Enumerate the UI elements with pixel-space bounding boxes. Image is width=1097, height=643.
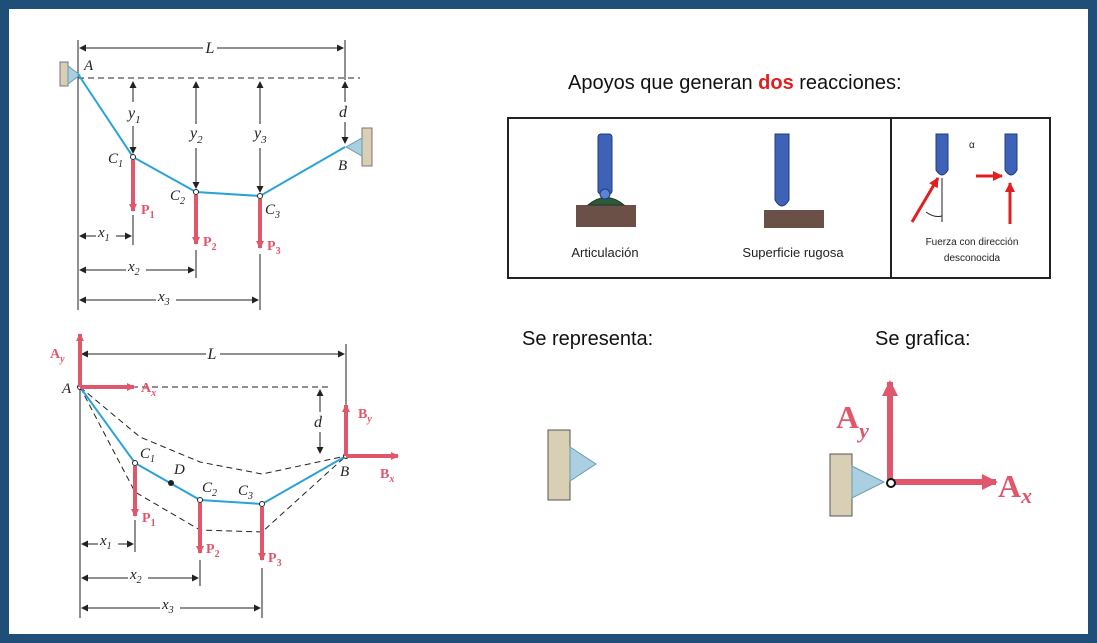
bottom-cable-diagram: L d A B D C1 C2 C3 Ay Ax By Bx xyxy=(50,333,399,618)
reaction-graph-figure: Ay Ax xyxy=(829,380,1032,517)
support-types-panel: Articulación Superficie rugosa α Fuerza … xyxy=(507,117,1051,279)
cable-alt-upper xyxy=(79,386,347,475)
rugosa-ground xyxy=(764,210,824,228)
support-symbol-figure xyxy=(547,429,597,501)
p1-label-2: P1 xyxy=(142,511,156,529)
fuerza-label-line2: desconocida xyxy=(944,253,1001,264)
se-representa-heading: Se representa: xyxy=(522,328,654,350)
x2-label-2-bg xyxy=(128,566,148,584)
node-c2 xyxy=(193,189,199,195)
bx-label: Bx xyxy=(380,467,394,485)
point-d-label: D xyxy=(173,462,185,478)
fuerza-figure: α Fuerza con dirección desconocida xyxy=(910,133,1019,264)
y2-label-bg xyxy=(188,124,208,148)
node-c3-2 xyxy=(259,501,265,507)
point-a-label-2: A xyxy=(61,381,72,397)
c1-label-2: C1 xyxy=(140,446,155,465)
top-cable-diagram: L A B y1 y2 y3 d C1 C2 C3 xyxy=(59,40,373,310)
d-label-2: d xyxy=(314,414,323,431)
oblique-force-arrow xyxy=(910,177,940,223)
c2-label-2: C2 xyxy=(202,480,217,499)
x2-label-bg xyxy=(126,258,146,276)
graph-ay-label: Ay xyxy=(836,399,869,443)
y1-label: y1 xyxy=(126,105,141,126)
point-a-label: A xyxy=(83,58,94,74)
x3-label-2-bg xyxy=(160,596,180,614)
wall-a xyxy=(59,61,69,87)
articulacion-ground xyxy=(576,205,636,227)
support-a-icon xyxy=(67,65,81,85)
c3-label: C3 xyxy=(265,202,280,221)
superficie-rugosa-label: Superficie rugosa xyxy=(742,245,844,260)
y3-label-bg xyxy=(252,124,272,148)
se-grafica-heading: Se grafica: xyxy=(875,328,971,350)
p1-label: P1 xyxy=(141,203,155,221)
pin-icon xyxy=(599,188,611,200)
by-label: By xyxy=(358,407,372,425)
support-b-icon xyxy=(344,137,363,157)
cable-2 xyxy=(79,386,347,506)
rugosa-column xyxy=(774,133,790,207)
span-label-2-bg xyxy=(206,345,220,361)
fuerza-column-1 xyxy=(935,133,949,176)
cable-alt-lower xyxy=(79,386,347,533)
x1-label: x1 xyxy=(97,225,110,244)
wall-icon xyxy=(547,429,571,501)
node-c1-2 xyxy=(132,460,138,466)
x2-label: x2 xyxy=(127,259,140,278)
wall-b xyxy=(361,127,373,167)
slide-title: Apoyos que generan dos reacciones: xyxy=(568,72,902,95)
x3-label-bg xyxy=(156,288,176,306)
cable xyxy=(77,73,346,198)
ay-label: Ay xyxy=(50,347,65,365)
articulacion-column xyxy=(597,133,613,195)
point-b-label: B xyxy=(338,158,347,174)
y2-label: y2 xyxy=(188,125,203,146)
graph-ax-label: Ax xyxy=(998,468,1032,508)
alpha-arc xyxy=(925,211,943,217)
pin-support-icon xyxy=(569,446,597,482)
y3-label: y3 xyxy=(252,125,267,146)
articulacion-label: Articulación xyxy=(571,245,638,260)
span-label-bg xyxy=(203,40,217,56)
fuerza-column-2 xyxy=(1004,133,1018,176)
x2-label-2: x2 xyxy=(129,567,142,586)
slide-frame xyxy=(6,6,1091,637)
c2-label: C2 xyxy=(170,188,185,207)
superficie-rugosa-figure: Superficie rugosa xyxy=(742,133,844,260)
title-suffix: reacciones: xyxy=(793,72,902,94)
node-c2-2 xyxy=(197,497,203,503)
node-c1 xyxy=(130,154,136,160)
d-label: d xyxy=(339,104,348,121)
x3-label: x3 xyxy=(157,289,170,308)
x1-label-2-bg xyxy=(98,532,118,550)
p2-label: P2 xyxy=(203,235,217,253)
title-highlight: dos xyxy=(758,72,794,94)
fuerza-label-line1: Fuerza con dirección xyxy=(926,237,1019,248)
alpha-symbol: α xyxy=(969,140,975,151)
node-d xyxy=(168,480,174,486)
articulacion-figure: Articulación xyxy=(571,133,639,260)
p3-label: P3 xyxy=(267,239,281,257)
pin-node xyxy=(886,478,896,488)
title-prefix: Apoyos que generan xyxy=(568,72,759,94)
node-c3 xyxy=(257,193,263,199)
x1-label-bg xyxy=(96,224,116,242)
c3-label-2: C3 xyxy=(238,483,253,502)
d-label-bg xyxy=(337,102,351,122)
span-label-2: L xyxy=(207,346,217,363)
pin-support-icon-2 xyxy=(851,465,886,499)
x3-label-2: x3 xyxy=(161,597,174,616)
p3-label-2: P3 xyxy=(268,551,282,569)
y1-label-bg xyxy=(125,102,145,126)
wall-icon-2 xyxy=(829,453,853,517)
c1-label: C1 xyxy=(108,151,123,170)
d-label-2-bg xyxy=(312,412,326,432)
span-label: L xyxy=(205,40,215,57)
p2-label-2: P2 xyxy=(206,542,220,560)
point-b-label-2: B xyxy=(340,464,349,480)
ax-label: Ax xyxy=(141,381,156,399)
x1-label-2: x1 xyxy=(99,533,112,552)
